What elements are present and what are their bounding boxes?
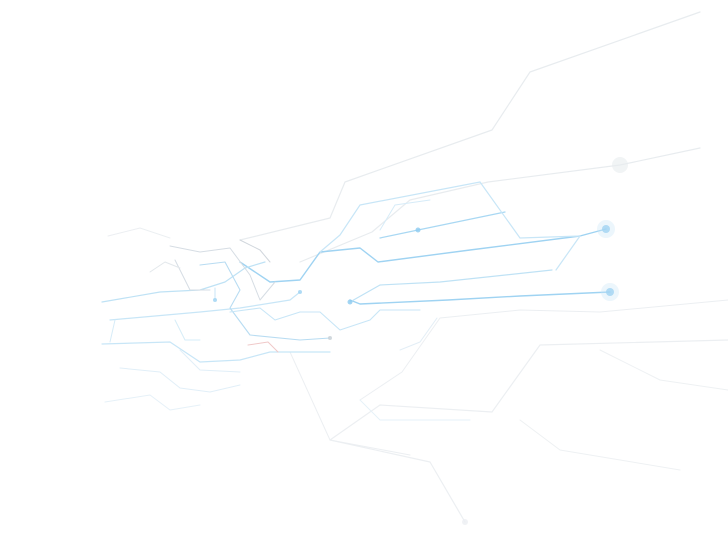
- circuit-trace: [519, 419, 681, 471]
- circuit-trace: [359, 299, 728, 401]
- circuit-trace: [599, 349, 728, 391]
- circuit-node: [606, 288, 614, 296]
- circuit-trace: [399, 317, 438, 351]
- circuit-trace: [101, 261, 266, 303]
- circuit-node: [612, 157, 628, 173]
- circuit-node: [602, 225, 610, 233]
- circuit-trace: [179, 349, 241, 373]
- circuit-trace: [555, 235, 581, 271]
- circuit-trace: [349, 291, 611, 305]
- circuit-trace: [149, 261, 181, 273]
- circuit-trace: [104, 394, 201, 411]
- circuit-trace: [229, 307, 301, 321]
- circuit-node: [462, 519, 468, 525]
- circuit-trace: [299, 309, 421, 331]
- circuit-trace: [349, 269, 553, 303]
- circuit-trace: [329, 339, 728, 523]
- circuit-trace: [239, 11, 701, 241]
- circuit-trace: [289, 351, 411, 456]
- circuit-node: [213, 298, 217, 302]
- circuit-trace: [319, 181, 481, 253]
- circuit-trace: [119, 367, 241, 393]
- circuit-trace: [101, 341, 331, 363]
- circuit-trace: [169, 245, 276, 301]
- circuit-trace: [107, 227, 171, 239]
- circuit-trace: [174, 319, 201, 341]
- circuit-trace: [379, 199, 431, 231]
- circuit-node: [601, 283, 619, 301]
- circuit-node: [328, 336, 332, 340]
- circuit-node: [298, 290, 302, 294]
- circuit-trace: [247, 341, 279, 353]
- circuit-trace: [239, 228, 607, 283]
- circuit-trace: [174, 259, 211, 291]
- circuit-trace: [109, 291, 301, 321]
- circuit-trace: [239, 239, 271, 263]
- circuit-trace: [359, 399, 471, 421]
- circuit-trace: [199, 261, 331, 341]
- circuit-node: [415, 227, 421, 233]
- circuit-node: [597, 220, 615, 238]
- circuit-trace: [379, 211, 506, 239]
- circuit-trace: [109, 319, 116, 343]
- circuit-trace: [479, 181, 581, 239]
- circuit-trace: [299, 147, 701, 263]
- circuit-node: [347, 299, 353, 305]
